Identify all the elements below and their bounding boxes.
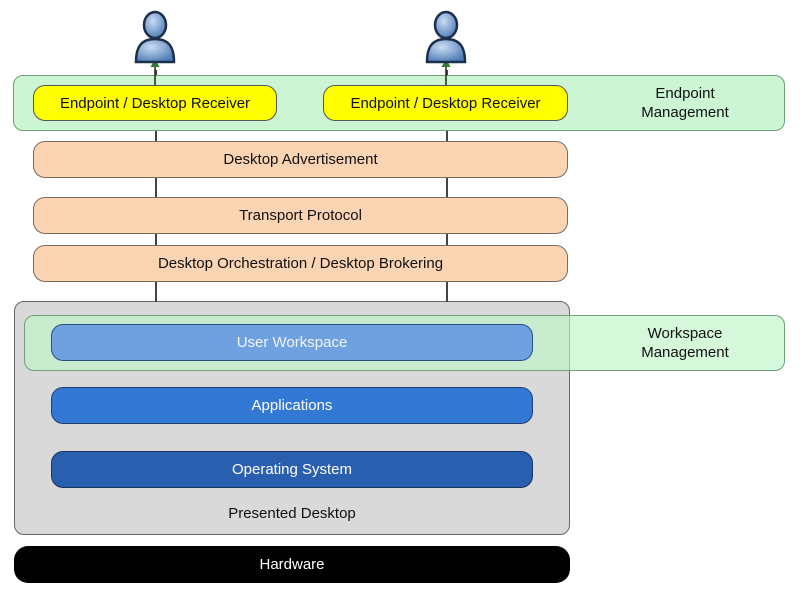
desktop-advertisement-label: Desktop Advertisement bbox=[223, 151, 378, 168]
user-icon bbox=[134, 10, 176, 64]
endpoint-management-label: Endpoint Management bbox=[610, 81, 760, 125]
workspace-management-label-line2: Management bbox=[641, 344, 729, 361]
workspace-management-label: Workspace Management bbox=[610, 321, 760, 365]
hardware-label: Hardware bbox=[259, 556, 325, 573]
applications-label: Applications bbox=[251, 397, 333, 414]
hardware-layer: Hardware bbox=[14, 546, 570, 583]
endpoint-receiver-left-label: Endpoint / Desktop Receiver bbox=[59, 94, 251, 112]
user-workspace-layer: User Workspace bbox=[51, 324, 533, 361]
operating-system-label: Operating System bbox=[231, 461, 353, 478]
desktop-orchestration-layer: Desktop Orchestration / Desktop Brokerin… bbox=[33, 245, 568, 282]
user-workspace-label: User Workspace bbox=[236, 334, 348, 351]
presented-desktop-label: Presented Desktop bbox=[228, 505, 356, 522]
desktop-advertisement-layer: Desktop Advertisement bbox=[33, 141, 568, 178]
endpoint-receiver-left: Endpoint / Desktop Receiver bbox=[33, 85, 277, 121]
applications-layer: Applications bbox=[51, 387, 533, 424]
workspace-management-label-line1: Workspace bbox=[647, 325, 723, 342]
endpoint-receiver-right-label: Endpoint / Desktop Receiver bbox=[350, 94, 541, 112]
desktop-orchestration-label: Desktop Orchestration / Desktop Brokerin… bbox=[157, 255, 444, 272]
user-icon bbox=[425, 10, 467, 64]
connector-line-right bbox=[446, 70, 448, 302]
operating-system-layer: Operating System bbox=[51, 451, 533, 488]
transport-protocol-layer: Transport Protocol bbox=[33, 197, 568, 234]
endpoint-management-label-line1: Endpoint bbox=[655, 85, 715, 102]
connector-line-left bbox=[155, 70, 157, 302]
transport-protocol-label: Transport Protocol bbox=[239, 207, 362, 224]
endpoint-management-label-line2: Management bbox=[641, 104, 729, 121]
endpoint-receiver-right: Endpoint / Desktop Receiver bbox=[323, 85, 568, 121]
